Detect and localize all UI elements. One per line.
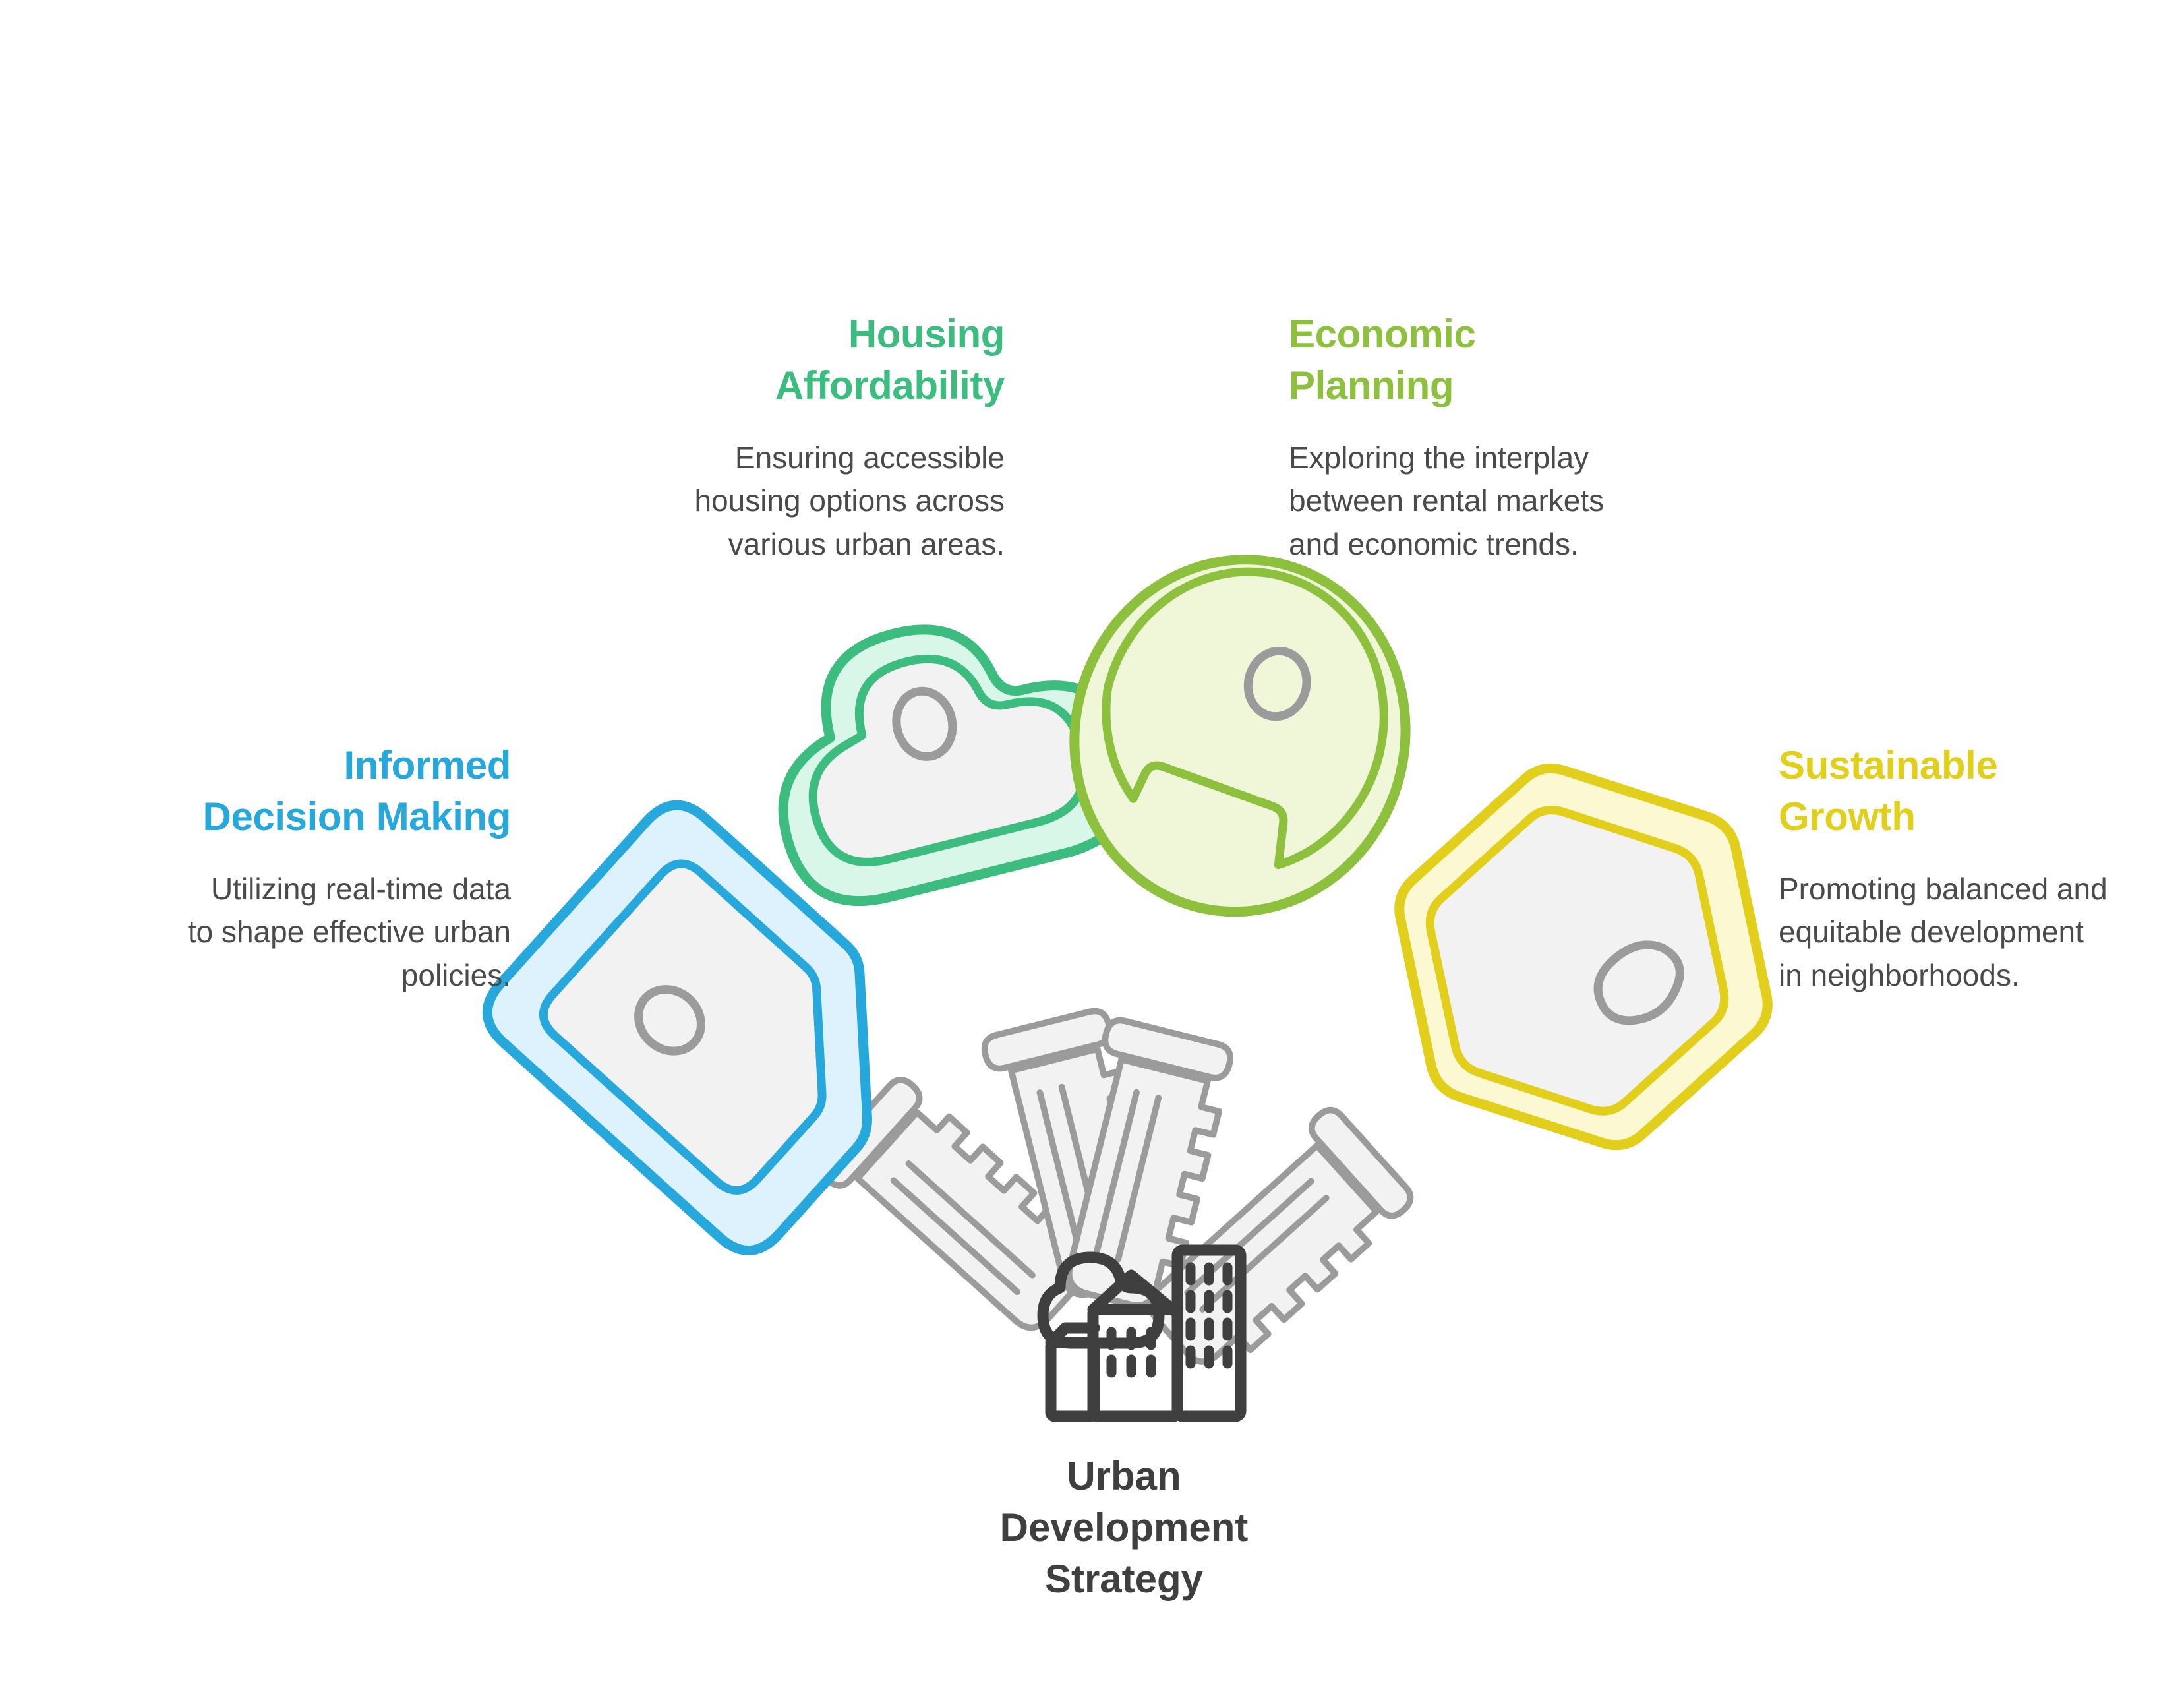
body-line-2: between rental markets [1289, 483, 1605, 518]
hub-line-3: Strategy [1044, 1557, 1204, 1601]
heading-line-2: Affordability [775, 363, 1005, 407]
branch-body-economic: Exploring the interplay between rental m… [1289, 437, 1684, 566]
branch-heading-informed: Informed Decision Making [71, 740, 512, 843]
house-shape [1045, 1337, 1100, 1422]
heading-line-1: Housing [848, 312, 1005, 356]
body-line-2: equitable development [1779, 915, 2084, 949]
city-skyline-icon [1037, 1244, 1247, 1422]
body-line-1: Utilizing real-time data [210, 872, 511, 906]
heading-line-1: Informed [343, 743, 512, 787]
heading-line-2: Growth [1779, 795, 1916, 839]
branch-sustainable-growth: Sustainable Growth Promoting balanced an… [1779, 740, 2181, 997]
key-head-inner-economic [1102, 567, 1388, 870]
body-line-3: and economic trends. [1289, 526, 1579, 561]
body-line-1: Promoting balanced and [1779, 872, 2108, 906]
branch-heading-housing: Housing Affordability [574, 309, 1005, 411]
peaked-roof [1087, 1269, 1183, 1319]
key-sustainable-growth [1053, 763, 1773, 1459]
key-hole-sustainable [1593, 940, 1684, 1025]
body-line-2: housing options across [694, 483, 1005, 518]
body-line-3: various urban areas. [728, 526, 1005, 561]
body-line-2: to shape effective urban [187, 915, 511, 949]
heading-line-2: Decision Making [202, 795, 512, 839]
hub-line-1: Urban [1067, 1454, 1181, 1498]
body-line-3: in neighborhoods. [1779, 957, 2020, 992]
key-head-inner-informed [539, 859, 827, 1195]
branch-body-sustainable: Promoting balanced and equitable develop… [1779, 868, 2181, 997]
body-line-1: Exploring the interplay [1289, 440, 1589, 475]
heading-line-2: Planning [1289, 363, 1454, 407]
key-economic-planning [940, 555, 1411, 1337]
hub-line-2: Development [999, 1505, 1249, 1550]
branch-body-housing: Ensuring accessible housing options acro… [574, 437, 1005, 566]
key-hole-housing [892, 686, 957, 761]
center-hub-title: Urban Development Strategy [959, 1451, 1289, 1605]
body-line-3: policies. [401, 957, 511, 992]
key-hole-informed [634, 985, 705, 1056]
branch-housing-affordability: Housing Affordability Ensuring accessibl… [574, 309, 1005, 566]
branch-informed-decision-making: Informed Decision Making Utilizing real-… [71, 740, 512, 997]
branch-heading-economic: Economic Planning [1289, 309, 1684, 411]
key-head-inner-sustainable [1425, 806, 1729, 1116]
center-hub: Urban Development Strategy [959, 1451, 1289, 1605]
key-hole-economic [1243, 646, 1311, 721]
heading-line-1: Economic [1289, 312, 1476, 356]
body-line-1: Ensuring accessible [734, 440, 1005, 475]
key-housing-affordability [778, 624, 1253, 1338]
branch-body-informed: Utilizing real-time data to shape effect… [71, 868, 511, 997]
key-informed-decision-making [482, 800, 1144, 1437]
branch-heading-sustainable: Sustainable Growth [1779, 740, 2181, 843]
heading-line-1: Sustainable [1779, 743, 1998, 787]
branch-economic-planning: Economic Planning Exploring the interpla… [1289, 309, 1684, 566]
